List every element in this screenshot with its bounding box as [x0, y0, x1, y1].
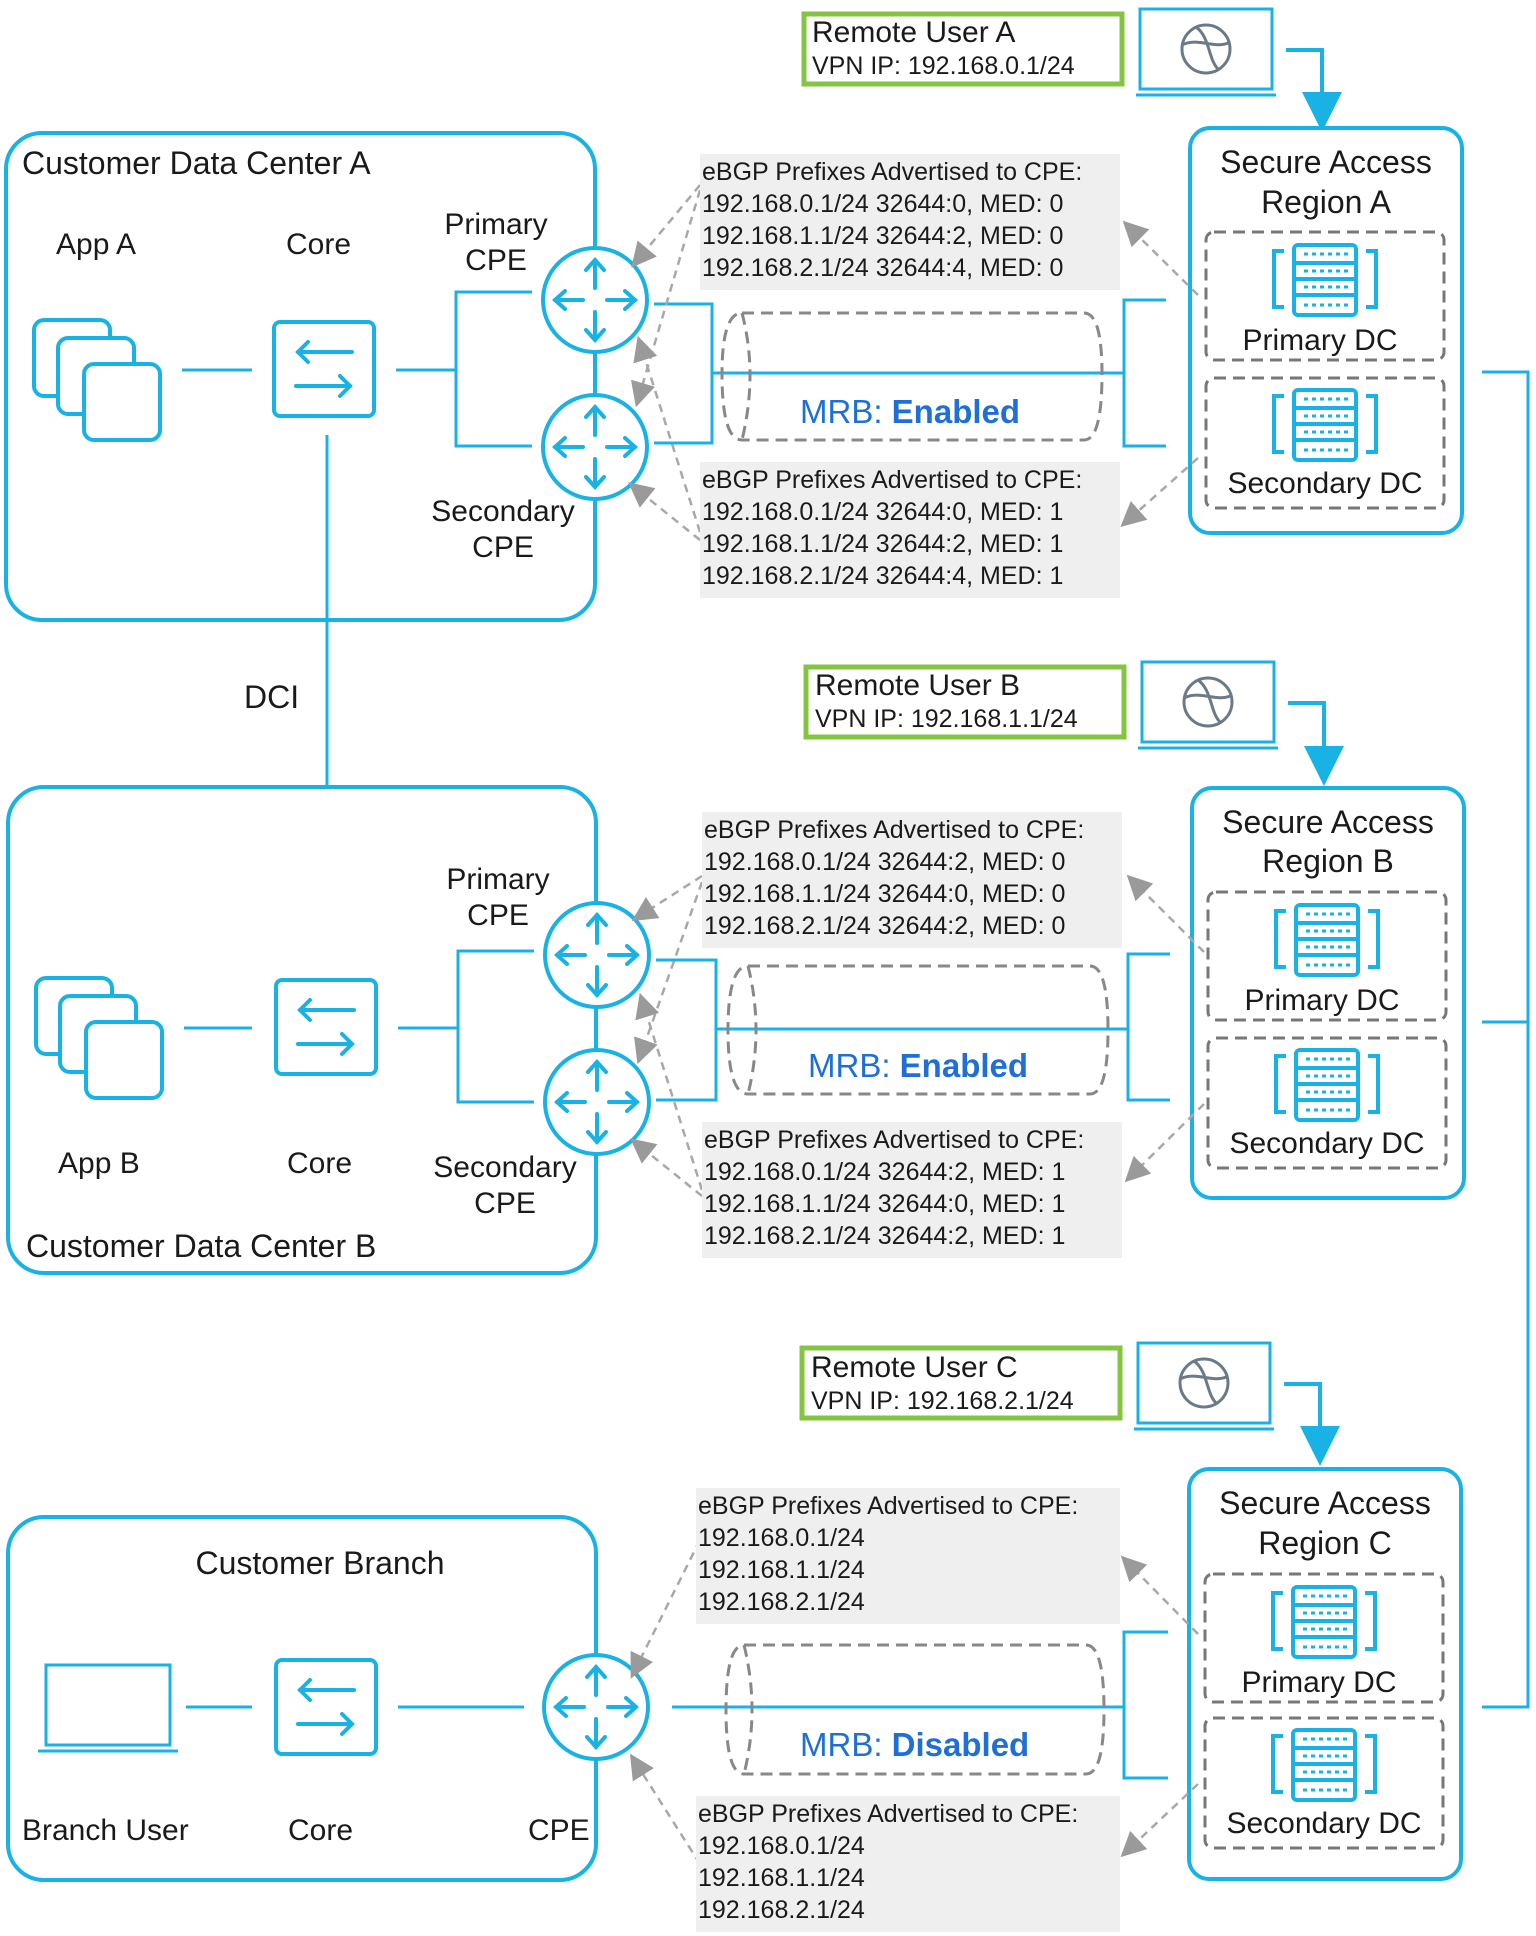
- dc-a-primary-cpe-label-1: Primary: [444, 208, 547, 241]
- region-c-title-2: Region C: [1258, 1525, 1391, 1561]
- dc-b-primary-cpe-label-2: CPE: [467, 899, 529, 932]
- dc-b-secondary-cpe-label-2: CPE: [474, 1187, 536, 1220]
- region-c: Secure Access Region C Primary DC Second…: [1187, 1467, 1463, 1881]
- prefix-block-background: [696, 1488, 1120, 1624]
- dc-a-core-label: Core: [286, 228, 351, 261]
- prefix-block-heading: eBGP Prefixes Advertised to CPE:: [698, 1800, 1078, 1828]
- remote-user-c-laptop-icon: [1134, 1341, 1274, 1431]
- remote-user-a-vpn: VPN IP: 192.168.0.1/24: [812, 52, 1075, 80]
- prefix-line: 192.168.2.1/24: [698, 1588, 865, 1616]
- prefix-block-heading: eBGP Prefixes Advertised to CPE:: [702, 158, 1082, 186]
- prefix-block-heading: eBGP Prefixes Advertised to CPE:: [704, 816, 1084, 844]
- prefix-block-heading: eBGP Prefixes Advertised to CPE:: [698, 1492, 1078, 1520]
- prefix-line: 192.168.1.1/24 32644:2, MED: 0: [702, 222, 1063, 250]
- region-b: Secure Access Region B Primary DC Second…: [1190, 786, 1466, 1200]
- remote-user-c: Remote User C VPN IP: 192.168.2.1/24: [799, 1341, 1274, 1431]
- prefix-block-heading: eBGP Prefixes Advertised to CPE:: [702, 466, 1082, 494]
- prefix-block: eBGP Prefixes Advertised to CPE: 192.168.…: [696, 1796, 1120, 1932]
- branch-core-label: Core: [288, 1814, 353, 1847]
- prefix-line: 192.168.0.1/24 32644:2, MED: 0: [704, 848, 1065, 876]
- prefix-line: 192.168.0.1/24 32644:2, MED: 1: [704, 1158, 1065, 1186]
- prefix-block-background: [702, 812, 1122, 948]
- prefix-block: eBGP Prefixes Advertised to CPE: 192.168.…: [702, 812, 1122, 948]
- prefix-line: 192.168.2.1/24 32644:4, MED: 1: [702, 562, 1063, 590]
- prefix-block-background: [700, 154, 1120, 290]
- prefix-line: 192.168.1.1/24 32644:0, MED: 1: [704, 1190, 1065, 1218]
- region-b-title-2: Region B: [1262, 843, 1394, 879]
- region-a-primary-dc-label: Primary DC: [1243, 324, 1398, 357]
- dc-b-primary-cpe-router-icon: [543, 901, 651, 1009]
- dc-a-secondary-cpe-label-1: Secondary: [431, 495, 574, 528]
- mrb-b-label: MRB: Enabled: [808, 1047, 1028, 1084]
- branch-user-label: Branch User: [22, 1814, 189, 1847]
- prefix-block: eBGP Prefixes Advertised to CPE: 192.168.…: [700, 462, 1120, 598]
- remote-user-a-laptop-icon: [1136, 7, 1276, 97]
- region-b-secondary-dc-label: Secondary DC: [1229, 1127, 1424, 1160]
- prefix-line: 192.168.2.1/24 32644:2, MED: 0: [704, 912, 1065, 940]
- prefix-line: 192.168.0.1/24: [698, 1832, 865, 1860]
- prefix-block-background: [700, 462, 1120, 598]
- prefix-line: 192.168.0.1/24 32644:0, MED: 0: [702, 190, 1063, 218]
- tunnel-a: MRB: Enabled: [654, 298, 1166, 448]
- prefix-block-background: [696, 1796, 1120, 1932]
- prefix-line: 192.168.2.1/24 32644:4, MED: 0: [702, 254, 1063, 282]
- mrb-a-label: MRB: Enabled: [800, 393, 1020, 430]
- prefix-line: 192.168.0.1/24: [698, 1524, 865, 1552]
- region-a: Secure Access Region A Primary DC Second…: [1188, 126, 1464, 535]
- prefix-line: 192.168.0.1/24 32644:0, MED: 1: [702, 498, 1063, 526]
- tunnel-c: MRB: Disabled: [672, 1630, 1168, 1780]
- prefix-line: 192.168.1.1/24: [698, 1556, 865, 1584]
- dc-a-core-switch-icon: [272, 320, 376, 418]
- remote-user-a-name: Remote User A: [812, 16, 1015, 49]
- region-b-title-1: Secure Access: [1222, 804, 1434, 840]
- tunnel-b: MRB: Enabled: [656, 952, 1170, 1102]
- prefix-line: 192.168.1.1/24: [698, 1864, 865, 1892]
- region-a-title-1: Secure Access: [1220, 144, 1432, 180]
- mrb-c-label: MRB: Disabled: [800, 1726, 1029, 1763]
- region-b-primary-dc-label: Primary DC: [1245, 984, 1400, 1017]
- branch-core-switch-icon: [274, 1658, 378, 1756]
- prefix-line: 192.168.1.1/24 32644:2, MED: 1: [702, 530, 1063, 558]
- region-c-primary-dc-label: Primary DC: [1242, 1666, 1397, 1699]
- prefix-block-background: [702, 1122, 1122, 1258]
- dc-a-title: Customer Data Center A: [22, 145, 371, 181]
- dc-b-primary-cpe-label-1: Primary: [446, 863, 549, 896]
- remote-user-b-vpn: VPN IP: 192.168.1.1/24: [815, 705, 1078, 733]
- remote-user-b: Remote User B VPN IP: 192.168.1.1/24: [803, 660, 1278, 750]
- dc-a-secondary-cpe-label-2: CPE: [472, 531, 534, 564]
- branch-title: Customer Branch: [196, 1545, 445, 1581]
- remote-user-c-name: Remote User C: [811, 1351, 1018, 1384]
- remote-user-b-laptop-icon: [1138, 660, 1278, 750]
- dc-a-primary-cpe-label-2: CPE: [465, 244, 527, 277]
- remote-user-c-vpn: VPN IP: 192.168.2.1/24: [811, 1387, 1074, 1415]
- prefix-block: eBGP Prefixes Advertised to CPE: 192.168.…: [696, 1488, 1120, 1624]
- region-a-title-2: Region A: [1261, 184, 1392, 220]
- dc-a-app-label: App A: [56, 228, 136, 261]
- dc-a-secondary-cpe-router-icon: [541, 393, 649, 501]
- dc-b-secondary-cpe-router-icon: [543, 1048, 651, 1156]
- prefix-block: eBGP Prefixes Advertised to CPE: 192.168.…: [702, 1122, 1122, 1258]
- prefix-block-heading: eBGP Prefixes Advertised to CPE:: [704, 1126, 1084, 1154]
- region-c-secondary-dc-label: Secondary DC: [1226, 1807, 1421, 1840]
- remote-user-a: Remote User A VPN IP: 192.168.0.1/24: [801, 7, 1276, 97]
- dc-b-title: Customer Data Center B: [26, 1228, 376, 1264]
- dc-b-app-label: App B: [58, 1147, 140, 1180]
- dci-label: DCI: [244, 679, 299, 715]
- prefix-line: 192.168.2.1/24: [698, 1896, 865, 1924]
- branch-user-laptop-icon: [38, 1663, 178, 1753]
- dc-b-core-label: Core: [287, 1147, 352, 1180]
- dc-b-core-switch-icon: [274, 978, 378, 1076]
- branch-cpe-router-icon: [542, 1653, 650, 1761]
- prefix-line: 192.168.1.1/24 32644:0, MED: 0: [704, 880, 1065, 908]
- region-a-secondary-dc-label: Secondary DC: [1227, 467, 1422, 500]
- prefix-line: 192.168.2.1/24 32644:2, MED: 1: [704, 1222, 1065, 1250]
- branch-cpe-label: CPE: [528, 1814, 590, 1847]
- remote-user-b-name: Remote User B: [815, 669, 1020, 702]
- region-c-title-1: Secure Access: [1219, 1485, 1431, 1521]
- dc-a-primary-cpe-router-icon: [541, 246, 649, 354]
- prefix-block: eBGP Prefixes Advertised to CPE: 192.168.…: [700, 154, 1120, 290]
- dc-b-secondary-cpe-label-1: Secondary: [433, 1151, 576, 1184]
